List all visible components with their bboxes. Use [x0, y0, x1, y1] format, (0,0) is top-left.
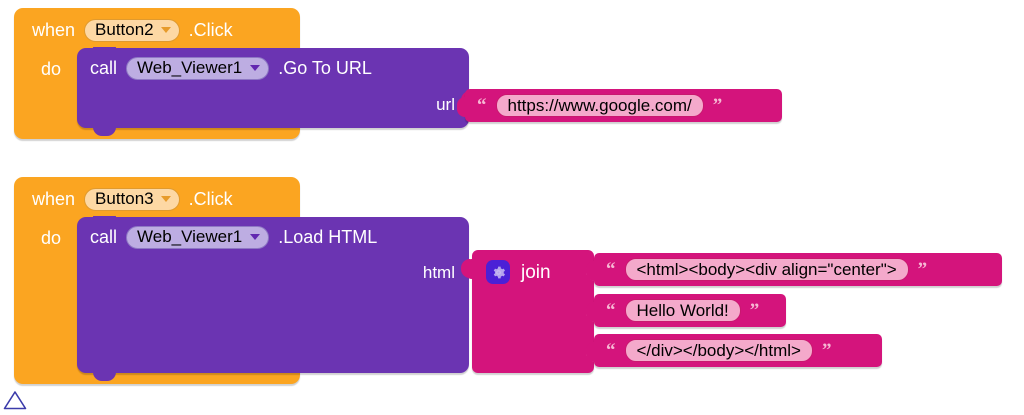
chevron-down-icon[interactable] [160, 196, 171, 202]
component-dropdown-value: Button2 [95, 20, 154, 39]
call-label: call [90, 58, 118, 78]
call-block-webviewer1-gotourl[interactable]: call Web_Viewer1 .Go To URL url [77, 47, 470, 136]
text-field-html-open[interactable]: <html><body><div align="center"> [624, 258, 909, 281]
call-header-row: call Web_Viewer1 .Go To URL [90, 55, 372, 81]
value-plug-left [464, 259, 474, 279]
method-name-label: .Go To URL [278, 58, 372, 78]
warning-triangle-icon[interactable] [3, 390, 27, 410]
open-quote-glyph: “ [606, 258, 616, 280]
do-label: do [41, 59, 62, 79]
when-label: when [32, 189, 76, 209]
event-header-row: when Button2 .Click [32, 15, 233, 45]
component-dropdown-button2[interactable]: Button2 [84, 18, 180, 42]
do-label: do [41, 228, 62, 248]
when-label: when [32, 20, 76, 40]
call-label: call [90, 227, 118, 247]
text-block-html-close[interactable]: “ </div></body></html> ” [586, 334, 882, 367]
event-header-row: when Button3 .Click [32, 184, 233, 214]
text-block-hello-world[interactable]: “ Hello World! ” [586, 294, 786, 327]
text-block-html-open[interactable]: “ <html><body><div align="center"> ” [586, 253, 1002, 286]
statement-plug-top [93, 47, 116, 55]
component-dropdown-webviewer1[interactable]: Web_Viewer1 [126, 56, 270, 80]
join-label: join [521, 261, 551, 283]
statement-plug-top [93, 216, 116, 224]
join-block[interactable]: join [464, 250, 595, 373]
statement-plug-bottom [93, 127, 116, 136]
close-quote-glyph: ” [917, 258, 928, 280]
chevron-down-icon[interactable] [160, 27, 171, 33]
statement-plug-bottom [93, 372, 116, 381]
component-dropdown-value: Button3 [95, 189, 154, 208]
component-dropdown-webviewer1[interactable]: Web_Viewer1 [126, 225, 270, 249]
method-name-label: .Load HTML [278, 227, 378, 247]
component-dropdown-value: Web_Viewer1 [137, 227, 243, 246]
value-plug-left [586, 342, 596, 362]
value-plug-left [586, 302, 596, 322]
close-quote-glyph: ” [821, 339, 832, 361]
value-plug-left [457, 97, 467, 117]
gear-icon[interactable] [486, 260, 510, 284]
component-dropdown-button3[interactable]: Button3 [84, 187, 180, 211]
chevron-down-icon[interactable] [250, 65, 261, 71]
chevron-down-icon[interactable] [250, 234, 261, 240]
close-quote-glyph: ” [712, 94, 723, 116]
value-plug-left [586, 261, 596, 281]
join-header-row: join [486, 260, 551, 284]
text-field-html-close[interactable]: </div></body></html> [624, 339, 813, 362]
event-name-label: .Click [188, 20, 233, 40]
call-header-row: call Web_Viewer1 .Load HTML [90, 224, 377, 250]
text-field-url[interactable]: https://www.google.com/ [495, 94, 704, 117]
open-quote-glyph: “ [477, 94, 487, 116]
event-name-label: .Click [188, 189, 233, 209]
open-quote-glyph: “ [606, 339, 616, 361]
component-dropdown-value: Web_Viewer1 [137, 58, 243, 77]
close-quote-glyph: ” [749, 299, 760, 321]
socket-label-html: html [422, 263, 455, 282]
open-quote-glyph: “ [606, 299, 616, 321]
socket-label-url: url [436, 95, 455, 114]
call-block-webviewer1-loadhtml[interactable]: call Web_Viewer1 .Load HTML html [77, 216, 470, 381]
text-field-hello-world[interactable]: Hello World! [624, 299, 741, 322]
text-block-url[interactable]: “ https://www.google.com/ ” [457, 89, 782, 122]
